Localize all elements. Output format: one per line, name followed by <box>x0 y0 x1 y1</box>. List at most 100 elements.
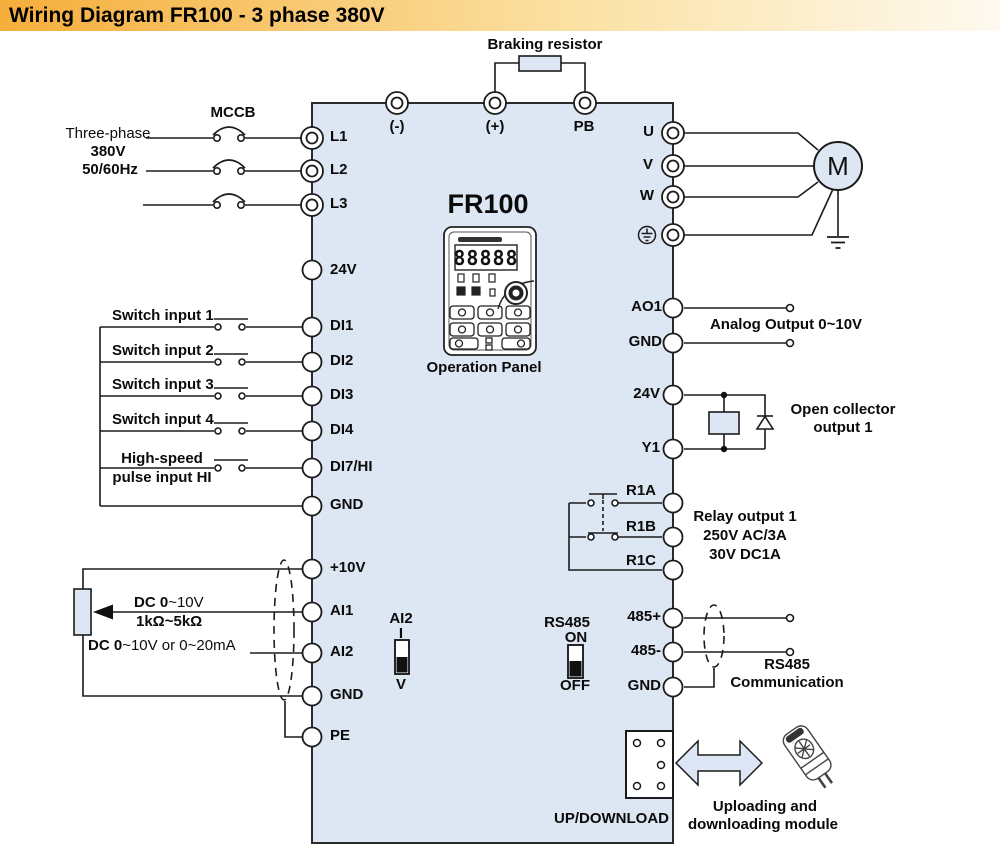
rs485-switch-top: ON <box>564 629 588 646</box>
relay-contact-circuit <box>568 493 662 571</box>
updownload-port <box>625 725 834 799</box>
ai1-signal-label: DC 0~10V <box>134 594 204 611</box>
terminal-label-gnd2-left: GND <box>330 686 364 703</box>
rs485-selector-switch <box>567 644 584 679</box>
rs485-comm-label-2: Communication <box>730 674 844 691</box>
high-speed-label-2: pulse input HI <box>112 469 212 486</box>
panel-header-strip <box>458 237 502 242</box>
rs485-switch-label: RS485 <box>544 614 590 631</box>
switch-input-3-label: Switch input 3 <box>112 376 214 393</box>
braking-resistor-label: Braking resistor <box>487 36 603 53</box>
terminal-label-l3: L3 <box>330 195 348 212</box>
module-icon <box>782 725 834 789</box>
rs485-circuit <box>684 604 795 688</box>
shield-icon <box>273 559 295 701</box>
terminal-label-pb: PB <box>573 118 595 135</box>
title-bar: Wiring Diagram FR100 - 3 phase 380V <box>0 0 1000 31</box>
terminal-label-24v-left: 24V <box>330 261 357 278</box>
analog-output-label: Analog Output 0~10V <box>709 316 863 333</box>
upload-module-label-2: downloading module <box>688 816 838 833</box>
ai2-switch-bottom: V <box>395 676 407 693</box>
terminal-label-u: U <box>643 123 654 140</box>
diode-icon <box>755 415 775 430</box>
terminal-label-y1: Y1 <box>641 439 660 456</box>
open-collector-label-2: output 1 <box>813 419 873 436</box>
breaker-label: MCCB <box>210 104 256 121</box>
switch-input-2-label: Switch input 2 <box>112 342 214 359</box>
terminal-label-di3: DI3 <box>330 386 354 403</box>
terminal-label-di4: DI4 <box>330 421 354 438</box>
shield-icon <box>703 604 725 668</box>
terminal-label-485p: 485+ <box>627 608 661 625</box>
terminal-label-v: V <box>642 156 653 173</box>
terminal-label-pe: PE <box>330 727 351 744</box>
breaker-icon <box>212 193 246 203</box>
open-collector-label-1: Open collector <box>790 401 896 418</box>
rs485-switch-bottom: OFF <box>560 677 590 694</box>
digital-input-circuit <box>99 318 302 507</box>
terminal-label-10v: +10V <box>330 559 366 576</box>
terminal-label-plus: (+) <box>485 118 505 135</box>
terminal-label-ao1: AO1 <box>631 298 662 315</box>
panel-display-digits: 88888 <box>453 246 518 270</box>
high-speed-label-1: High-speed <box>121 450 203 467</box>
supply-voltage: 380V <box>90 143 126 160</box>
terminal-label-r1b: R1B <box>626 518 657 535</box>
ground-icon <box>827 236 849 249</box>
upload-module-label-1: Uploading and <box>712 798 818 815</box>
terminal-label-gnd-485: GND <box>627 677 661 694</box>
terminal-label-r1a: R1A <box>626 482 657 499</box>
relay-label-3: 30V DC1A <box>709 546 781 563</box>
terminal-label-ai1: AI1 <box>330 602 354 619</box>
operation-panel-caption: Operation Panel <box>426 359 542 376</box>
terminal-label-485n: 485- <box>630 642 661 659</box>
resistor-icon <box>518 55 562 72</box>
knob-icon <box>504 281 528 305</box>
panel-display <box>454 244 518 271</box>
relay-coil-icon <box>708 411 740 435</box>
terminal-label-di1: DI1 <box>330 317 354 334</box>
motor-circuit <box>637 132 863 249</box>
terminal-label-24v-right: 24V <box>633 385 660 402</box>
analog-input-circuit <box>73 559 302 738</box>
terminal-label-l2: L2 <box>330 161 348 178</box>
updownload-label: UP/DOWNLOAD <box>554 810 669 827</box>
breaker-icon <box>212 126 246 136</box>
ai2-switch-top: I <box>398 625 404 642</box>
panel-leds <box>456 273 496 297</box>
operation-panel: 88888 <box>443 226 537 356</box>
terminals <box>300 91 685 748</box>
open-collector-circuit <box>684 391 775 453</box>
switch-input-1-label: Switch input 1 <box>112 307 214 324</box>
braking-resistor-circuit <box>494 55 586 92</box>
terminal-label-minus: (-) <box>389 118 405 135</box>
page-title: Wiring Diagram FR100 - 3 phase 380V <box>9 3 385 27</box>
earth-terminal-icon <box>637 225 657 245</box>
ai2-selector-switch <box>394 639 410 675</box>
supply-name: Three-phase <box>65 125 151 142</box>
switch-input-4-label: Switch input 4 <box>112 411 214 428</box>
supply-frequency: 50/60Hz <box>82 161 138 178</box>
terminal-label-w: W <box>639 187 654 204</box>
terminal-label-r1c: R1C <box>626 552 657 569</box>
analog-output-circuit <box>684 303 795 348</box>
wiper-arrow-icon <box>93 604 113 620</box>
panel-buttons <box>449 305 531 351</box>
relay-label-2: 250V AC/3A <box>703 527 787 544</box>
potentiometer-icon <box>73 588 92 636</box>
terminal-label-di2: DI2 <box>330 352 354 369</box>
terminal-label-gnd-right: GND <box>628 333 662 350</box>
ai2-signal-label: DC 0~10V or 0~20mA <box>88 637 236 654</box>
terminal-label-di7: DI7/HI <box>330 458 373 475</box>
breaker-icon <box>212 159 246 169</box>
double-arrow-icon <box>674 739 764 787</box>
motor-label: M <box>827 151 849 181</box>
relay-label-1: Relay output 1 <box>693 508 797 525</box>
model-label: FR100 <box>447 189 529 219</box>
rs485-comm-label-1: RS485 <box>764 656 810 673</box>
ai1-range-label: 1kΩ~5kΩ <box>136 613 203 630</box>
power-input-circuit <box>143 126 301 210</box>
terminal-label-l1: L1 <box>330 128 348 145</box>
